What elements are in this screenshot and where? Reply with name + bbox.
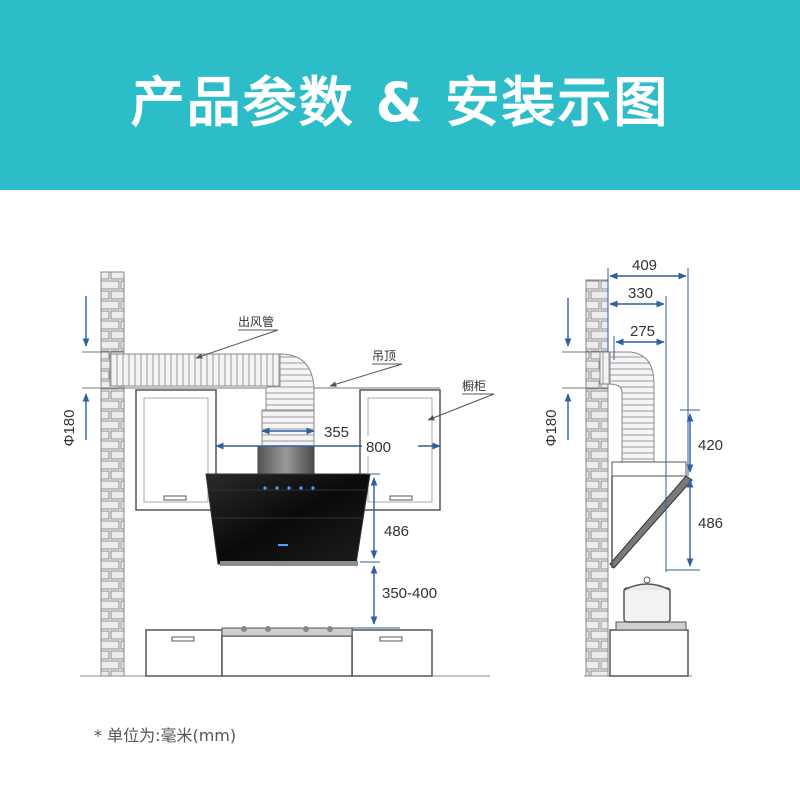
header-banner: 产品参数 & 安装示图 xyxy=(0,0,800,190)
front-hood-chimney xyxy=(257,445,315,475)
side-duct-diameter-label: Φ180 xyxy=(543,410,560,447)
front-duct-horizontal xyxy=(109,353,283,387)
front-hood-span-label: 800 xyxy=(366,439,391,456)
front-duct-diameter-label: Φ180 xyxy=(61,410,78,447)
side-hood-glass xyxy=(609,475,693,569)
front-hood-height-label: 486 xyxy=(384,523,409,540)
duct-label: 出风管 xyxy=(238,314,274,329)
ceiling-callout-line xyxy=(329,363,403,387)
side-counter xyxy=(609,629,689,677)
side-duct xyxy=(607,351,655,463)
front-hood-to-stove-label: 350-400 xyxy=(382,585,437,602)
unit-footnote: * 单位为:毫米(mm) xyxy=(94,726,237,745)
cabinet-label: 橱柜 xyxy=(462,379,486,393)
front-stove xyxy=(221,627,353,637)
side-brick-wall xyxy=(585,279,609,677)
front-hood-width-label: 355 xyxy=(324,424,349,441)
side-duct-height-label: 420 xyxy=(698,437,723,454)
side-depth-mid-label: 330 xyxy=(628,285,653,302)
ceiling-label: 吊顶 xyxy=(372,349,396,363)
side-depth-duct-label: 275 xyxy=(630,323,655,340)
front-upper-cabinet-left xyxy=(135,389,217,511)
front-brick-wall xyxy=(100,271,125,677)
side-hood-height-label: 486 xyxy=(698,515,723,532)
installation-diagram: Φ180 355 800 486 350-400 出风管 吊顶 橱柜 Φ180 … xyxy=(61,257,723,677)
front-counter-middle xyxy=(221,635,353,677)
cabinet-callout-line xyxy=(427,393,495,421)
side-depth-total-label: 409 xyxy=(632,257,657,274)
front-duct-vertical xyxy=(261,409,315,451)
duct-callout-line xyxy=(195,329,279,359)
side-hood-top xyxy=(611,461,687,477)
front-lower-cabinet-right xyxy=(351,629,433,677)
side-pot xyxy=(623,587,671,623)
side-stove xyxy=(615,621,687,631)
page-title: 产品参数 & 安装示图 xyxy=(130,71,670,134)
